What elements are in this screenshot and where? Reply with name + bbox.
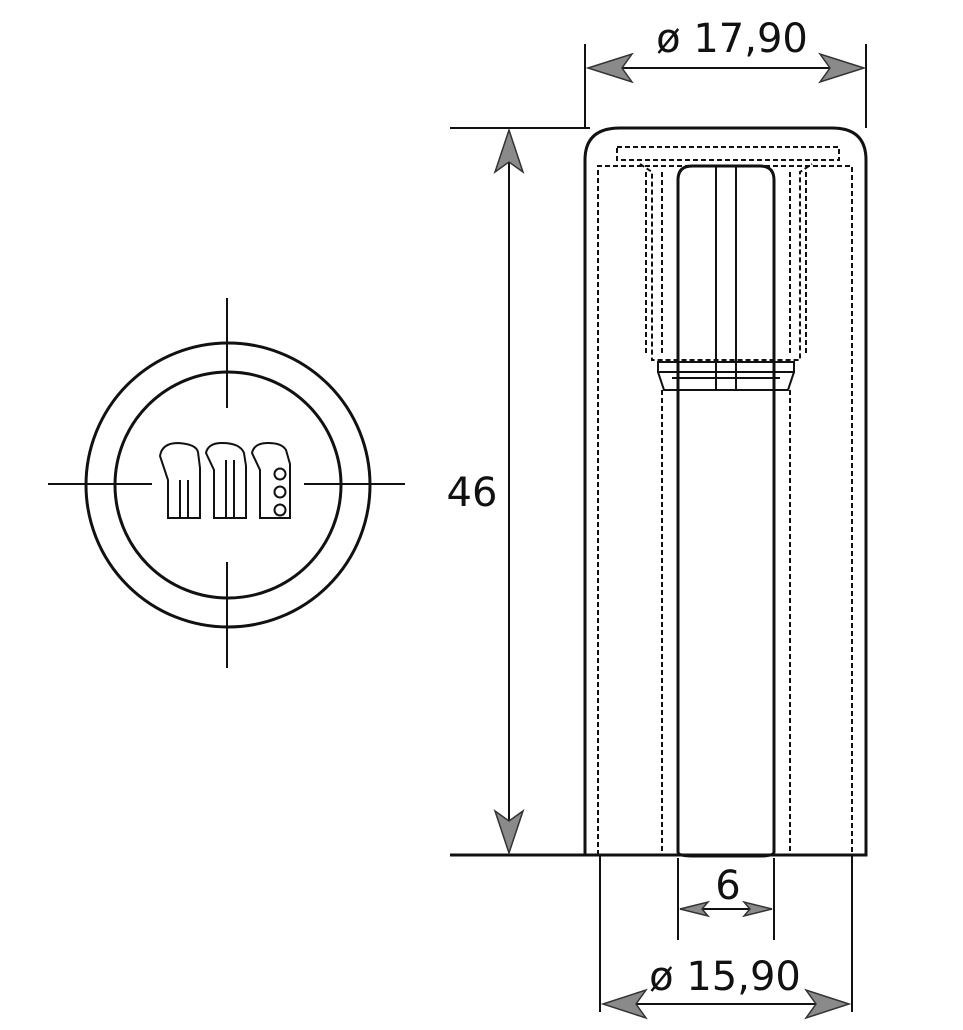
pin [676,164,776,858]
label-height: 46 [447,470,498,516]
dimension-height: 46 [447,127,590,856]
collar [657,361,795,373]
top-view [48,298,405,668]
dimension-bottom-diameter: ø 15,90 [600,954,852,1020]
side-view [450,126,868,1012]
label-bore: 6 [715,863,740,909]
dimension-top-diameter: ø 17,90 [584,16,867,128]
label-top-diameter: ø 17,90 [656,16,808,62]
label-bottom-diameter: ø 15,90 [649,954,801,1000]
brand-logo [158,441,291,519]
body-outline [583,126,868,857]
dimension-bore: 6 [677,858,775,940]
